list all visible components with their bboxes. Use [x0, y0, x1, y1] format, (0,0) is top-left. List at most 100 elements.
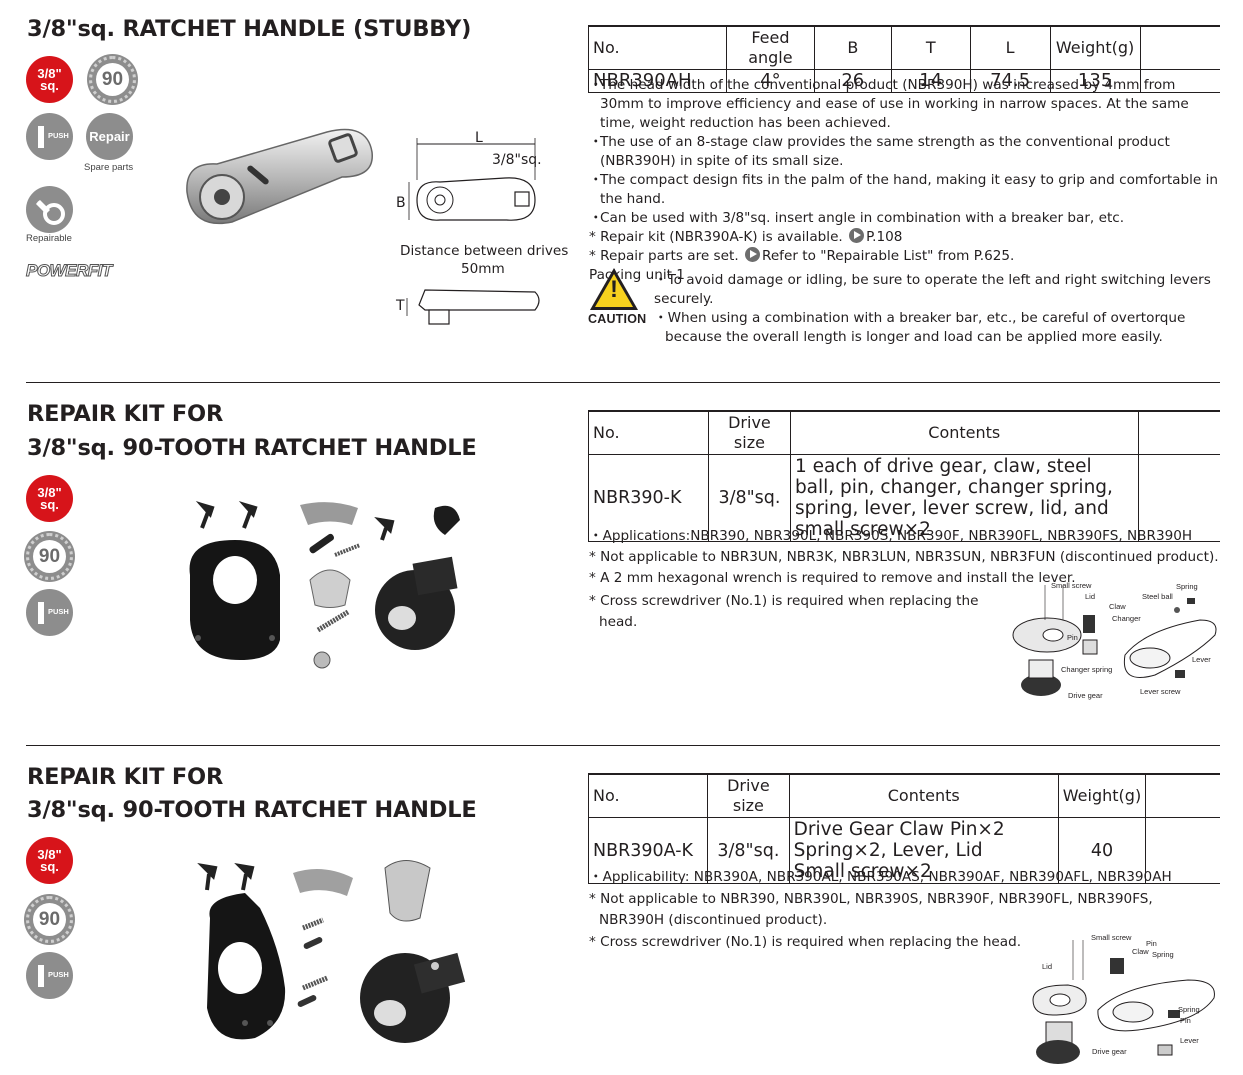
spec-table: No. Feed angle B T L Weight(g) NBR390AH …	[588, 25, 1220, 93]
note-text: * Repair kit (NBR390A-K) is available.	[589, 229, 843, 245]
applicability-notes: ・Applications:NBR390, NBR390L, NBR390S, …	[589, 526, 1221, 589]
90-tooth-badge: 90	[26, 896, 73, 943]
bullet-mark: ・	[589, 210, 603, 226]
bullet-mark: ・	[589, 134, 603, 150]
bullet-mark: ・	[589, 77, 603, 93]
caution-line: ・To avoid damage or idling, be sure to o…	[654, 272, 1211, 307]
page-reference-link[interactable]: P.108	[866, 229, 903, 245]
note-item: ・The head width of the conventional prod…	[589, 76, 1221, 133]
caution-line: ・When using a combination with a breaker…	[654, 310, 1186, 326]
col-header: Weight(g)	[1057, 773, 1147, 818]
diagram-label: Changer spring	[1061, 665, 1113, 674]
badge-text: 3/8"	[37, 846, 62, 862]
diagram-label: Changer	[1112, 614, 1141, 623]
repair-parts-note: * Repair parts are set. Refer to "Repair…	[589, 247, 1221, 266]
section-subtitle: 3/8"sq. 90-TOOTH RATCHET HANDLE	[27, 797, 477, 823]
diagram-label: Lever	[1192, 655, 1211, 664]
contents-line: Spring×2, Lever, Lid	[793, 840, 983, 861]
page-ref-arrow-icon	[744, 247, 760, 262]
note-text: * Not applicable to NBR3UN, NBR3K, NBR3L…	[589, 549, 1219, 565]
diagram-label: Spring	[1178, 1005, 1200, 1014]
diagram-label: Pin	[1067, 633, 1078, 642]
table-cell: 1 each of drive gear, claw, steel ball, …	[789, 454, 1139, 542]
contents-line: Small screw×2	[793, 861, 932, 882]
col-header: No.	[587, 773, 709, 818]
diagram-label: Lever	[1180, 1036, 1199, 1045]
badge-text: PUSH	[48, 131, 69, 140]
badge-text: sq.	[40, 858, 59, 874]
90-tooth-badge: 90	[26, 533, 73, 580]
table-cell: NBR390AH	[588, 69, 727, 93]
diagram-label: Claw	[1132, 947, 1149, 956]
diagram-label: Spring	[1152, 950, 1174, 959]
repair-badge: Repair	[86, 113, 133, 160]
note-text: ・Applicability: NBR390A, NBR390AL, NBR39…	[589, 869, 1172, 885]
note-item: ・The compact design fits in the palm of …	[589, 171, 1221, 209]
push-button-icon: PUSH	[26, 952, 73, 999]
diagram-label: Drive gear	[1068, 691, 1103, 700]
stubby-ratchet-photo	[177, 122, 382, 236]
push-button-icon: PUSH	[26, 113, 73, 160]
repair-kit-parts-photo	[185, 848, 475, 1072]
dimension-L-label: L	[475, 130, 483, 146]
badge-text: 90	[33, 540, 66, 573]
diagram-label: Steel ball	[1142, 592, 1173, 601]
bullet-mark: ・	[589, 172, 603, 188]
dimension-B-label: B	[396, 195, 406, 211]
contents-table: No. Drive size Contents NBR390-K 3/8"sq.…	[588, 410, 1220, 542]
note-text: ・Applications:NBR390, NBR390L, NBR390S, …	[589, 528, 1193, 544]
page-reference-link[interactable]: Refer to "Repairable List" from P.625.	[761, 248, 1015, 264]
col-header: B	[813, 25, 892, 70]
section-stubby-ratchet: 3/8"sq. RATCHET HANDLE (STUBBY) 3/8" sq.…	[0, 0, 1243, 380]
diagram-label: Spring	[1176, 582, 1198, 591]
contents-line: Drive Gear Claw Pin×2	[793, 819, 1005, 840]
dimension-drawing: L 3/8"sq. B T	[395, 130, 555, 334]
section-subtitle: 3/8"sq. 90-TOOTH RATCHET HANDLE	[27, 435, 477, 461]
feature-notes: ・The head width of the conventional prod…	[589, 76, 1221, 285]
table-row: NBR390-K 3/8"sq. 1 each of drive gear, c…	[588, 454, 1220, 542]
screwdriver-note: * Cross screwdriver (No.1) is required w…	[589, 591, 979, 633]
section-title: REPAIR KIT FOR	[27, 764, 224, 790]
diagram-label: Small screw	[1051, 581, 1092, 590]
col-header: Feed angle	[725, 25, 815, 70]
caution-text: ・To avoid damage or idling, be sure to o…	[654, 271, 1220, 347]
table-cell: 135	[1049, 69, 1141, 93]
diagram-label: Pin	[1146, 939, 1157, 948]
diagram-label: Small screw	[1091, 933, 1132, 942]
section-title: 3/8"sq. RATCHET HANDLE (STUBBY)	[27, 16, 472, 42]
badge-text: sq.	[40, 496, 59, 512]
push-button-icon: PUSH	[26, 589, 73, 636]
col-header: L	[969, 25, 1051, 70]
badge-text: 90	[96, 63, 129, 96]
exploded-parts-diagram: Small screw Lid Claw Changer Pin Changer…	[1005, 580, 1220, 715]
exploded-parts-diagram: Small screw Lid Claw Pin Spring Spring P…	[1028, 930, 1220, 1070]
note-text: Can be used with 3/8"sq. insert angle in…	[600, 210, 1125, 226]
diagram-label: Lever screw	[1140, 687, 1181, 696]
col-header: Contents	[788, 773, 1059, 818]
col-header: Drive size	[707, 773, 790, 818]
size-3-8-badge: 3/8" sq.	[26, 56, 73, 103]
badge-text: sq.	[40, 77, 59, 93]
col-header: No.	[588, 25, 727, 70]
section-title: REPAIR KIT FOR	[27, 401, 224, 427]
table-cell: 3/8"sq.	[707, 454, 791, 542]
note-text: * A 2 mm hexagonal wrench is required to…	[589, 570, 1076, 586]
contents-table: No. Drive size Contents Weight(g) NBR390…	[587, 773, 1220, 884]
size-3-8-badge: 3/8" sq.	[26, 475, 73, 522]
table-cell: NBR390A-K	[587, 817, 709, 884]
table-cell-empty	[1137, 454, 1220, 542]
dimension-sq-label: 3/8"sq.	[492, 152, 542, 168]
col-header: Weight(g)	[1049, 25, 1141, 70]
diagram-label: Lid	[1042, 962, 1053, 971]
col-header-empty	[1137, 410, 1220, 455]
note-text: * Cross screwdriver (No.1) is required w…	[589, 593, 979, 630]
diagram-label: Claw	[1109, 602, 1126, 611]
note-text: * Not applicable to NBR390, NBR390L, NBR…	[589, 890, 1153, 929]
table-row: NBR390A-K 3/8"sq. Drive Gear Claw Pin×2 …	[587, 817, 1220, 884]
spare-parts-caption: Spare parts	[84, 162, 134, 173]
note-text: * Repair parts are set.	[589, 248, 739, 264]
diagram-label: Pin	[1180, 1016, 1191, 1025]
table-cell: 26	[813, 69, 892, 93]
diagram-label: Drive gear	[1092, 1047, 1127, 1056]
table-cell: 3/8"sq.	[707, 817, 790, 884]
